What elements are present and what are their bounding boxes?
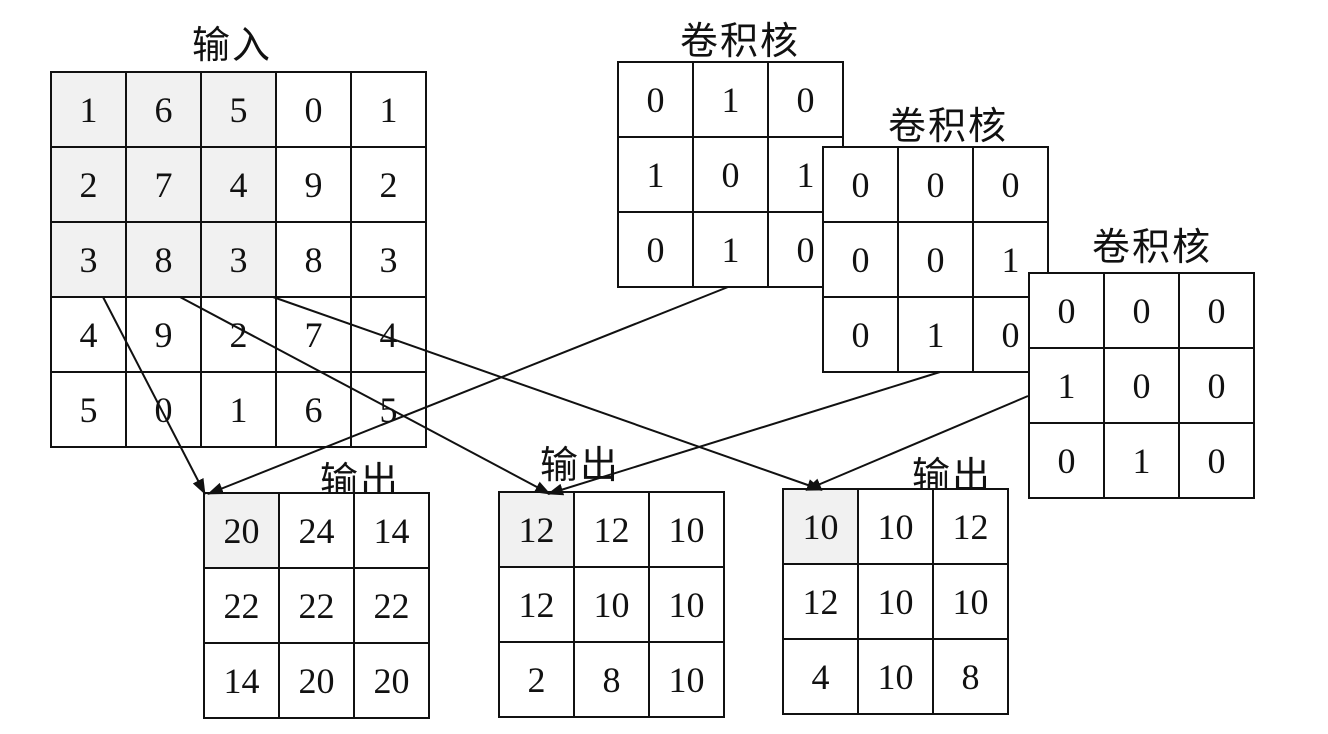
kernel-1-cell-r2-c1: 1 bbox=[619, 138, 694, 213]
input-cell-r1-c1: 1 bbox=[52, 73, 127, 148]
kernel-3-cell-r1-c2: 0 bbox=[1105, 274, 1180, 349]
kernel-2-cell-r1-c2: 0 bbox=[899, 148, 974, 223]
kernel-2-cell-r3-c1: 0 bbox=[824, 298, 899, 373]
output-2-cell-r1-c2: 12 bbox=[575, 493, 650, 568]
output-2-cell-r2-c2: 10 bbox=[575, 568, 650, 643]
kernel-1-label: 卷积核 bbox=[680, 19, 801, 63]
output-3-cell-r3-c2: 10 bbox=[859, 640, 934, 715]
kernel-2-cell-r1-c1: 0 bbox=[824, 148, 899, 223]
output-2-cell-r2-c1: 12 bbox=[500, 568, 575, 643]
output-2-cell-r3-c2: 8 bbox=[575, 643, 650, 718]
kernel-3-label: 卷积核 bbox=[1092, 225, 1213, 269]
kernel-1-cell-r1-c3: 0 bbox=[769, 63, 844, 138]
input-cell-r2-c5: 2 bbox=[352, 148, 427, 223]
input-label: 输入 bbox=[192, 23, 273, 67]
input-cell-r3-c3: 3 bbox=[202, 223, 277, 298]
arrow-kernel-3-to-output-3 bbox=[805, 395, 1029, 491]
output-3-cell-r1-c3: 12 bbox=[934, 490, 1009, 565]
output-1-cell-r3-c2: 20 bbox=[280, 644, 355, 719]
output-3-cell-r3-c3: 8 bbox=[934, 640, 1009, 715]
input-cell-r3-c4: 8 bbox=[277, 223, 352, 298]
input-cell-r1-c4: 0 bbox=[277, 73, 352, 148]
output-1-cell-r3-c3: 20 bbox=[355, 644, 430, 719]
input-cell-r2-c1: 2 bbox=[52, 148, 127, 223]
kernel-3-cell-r2-c3: 0 bbox=[1180, 349, 1255, 424]
input-cell-r3-c5: 3 bbox=[352, 223, 427, 298]
output-1-cell-r2-c2: 22 bbox=[280, 569, 355, 644]
kernel-3-cell-r3-c3: 0 bbox=[1180, 424, 1255, 499]
input-cell-r2-c2: 7 bbox=[127, 148, 202, 223]
kernel-2-cell-r3-c2: 1 bbox=[899, 298, 974, 373]
kernel-1-cell-r3-c1: 0 bbox=[619, 213, 694, 288]
input-cell-r4-c2: 9 bbox=[127, 298, 202, 373]
arrow-kernel-2-to-output-2 bbox=[547, 371, 941, 496]
input-cell-r5-c1: 5 bbox=[52, 373, 127, 448]
kernel-1-cell-r1-c2: 1 bbox=[694, 63, 769, 138]
kernel-3-cell-r1-c3: 0 bbox=[1180, 274, 1255, 349]
output-3-cell-r2-c1: 12 bbox=[784, 565, 859, 640]
kernel-2-label: 卷积核 bbox=[888, 104, 1009, 148]
kernel-2-cell-r2-c1: 0 bbox=[824, 223, 899, 298]
input-cell-r1-c2: 6 bbox=[127, 73, 202, 148]
input-cell-r4-c1: 4 bbox=[52, 298, 127, 373]
kernel-1-cell-r3-c2: 1 bbox=[694, 213, 769, 288]
output-2-cell-r1-c3: 10 bbox=[650, 493, 725, 568]
input-cell-r3-c2: 8 bbox=[127, 223, 202, 298]
output-2-cell-r2-c3: 10 bbox=[650, 568, 725, 643]
kernel-1-cell-r1-c1: 0 bbox=[619, 63, 694, 138]
kernel-2-cell-r2-c3: 1 bbox=[974, 223, 1049, 298]
kernel-3-cell-r3-c2: 1 bbox=[1105, 424, 1180, 499]
output-3-cell-r1-c2: 10 bbox=[859, 490, 934, 565]
input-cell-r1-c5: 1 bbox=[352, 73, 427, 148]
input-cell-r2-c3: 4 bbox=[202, 148, 277, 223]
kernel-3-cell-r2-c1: 1 bbox=[1030, 349, 1105, 424]
input-cell-r4-c4: 7 bbox=[277, 298, 352, 373]
input-cell-r3-c1: 3 bbox=[52, 223, 127, 298]
output-2-cell-r3-c1: 2 bbox=[500, 643, 575, 718]
arrow-input-to-output-1 bbox=[102, 296, 206, 495]
kernel-3-cell-r2-c2: 0 bbox=[1105, 349, 1180, 424]
output-1-cell-r2-c1: 22 bbox=[205, 569, 280, 644]
input-cell-r2-c4: 9 bbox=[277, 148, 352, 223]
kernel-2-cell-r1-c3: 0 bbox=[974, 148, 1049, 223]
input-cell-r4-c5: 4 bbox=[352, 298, 427, 373]
input-cell-r4-c3: 2 bbox=[202, 298, 277, 373]
input-cell-r5-c2: 0 bbox=[127, 373, 202, 448]
output-3-cell-r2-c2: 10 bbox=[859, 565, 934, 640]
output-1-cell-r1-c2: 24 bbox=[280, 494, 355, 569]
output-2-cell-r1-c1: 12 bbox=[500, 493, 575, 568]
output-3-cell-r3-c1: 4 bbox=[784, 640, 859, 715]
output-3-cell-r2-c3: 10 bbox=[934, 565, 1009, 640]
kernel-2-cell-r2-c2: 0 bbox=[899, 223, 974, 298]
output-1-cell-r3-c1: 14 bbox=[205, 644, 280, 719]
output-1-cell-r2-c3: 22 bbox=[355, 569, 430, 644]
kernel-3-cell-r3-c1: 0 bbox=[1030, 424, 1105, 499]
input-cell-r5-c3: 1 bbox=[202, 373, 277, 448]
output-2-label: 输出 bbox=[540, 443, 621, 487]
arrow-kernel-1-to-output-1 bbox=[207, 286, 729, 495]
input-cell-r5-c4: 6 bbox=[277, 373, 352, 448]
kernel-1-cell-r2-c2: 0 bbox=[694, 138, 769, 213]
arrow-input-to-output-2 bbox=[179, 296, 551, 495]
kernel-3-cell-r1-c1: 0 bbox=[1030, 274, 1105, 349]
input-cell-r5-c5: 5 bbox=[352, 373, 427, 448]
output-1-cell-r1-c3: 14 bbox=[355, 494, 430, 569]
arrow-input-to-output-3 bbox=[272, 296, 823, 491]
output-2-cell-r3-c3: 10 bbox=[650, 643, 725, 718]
output-3-cell-r1-c1: 10 bbox=[784, 490, 859, 565]
output-1-cell-r1-c1: 20 bbox=[205, 494, 280, 569]
input-cell-r1-c3: 5 bbox=[202, 73, 277, 148]
